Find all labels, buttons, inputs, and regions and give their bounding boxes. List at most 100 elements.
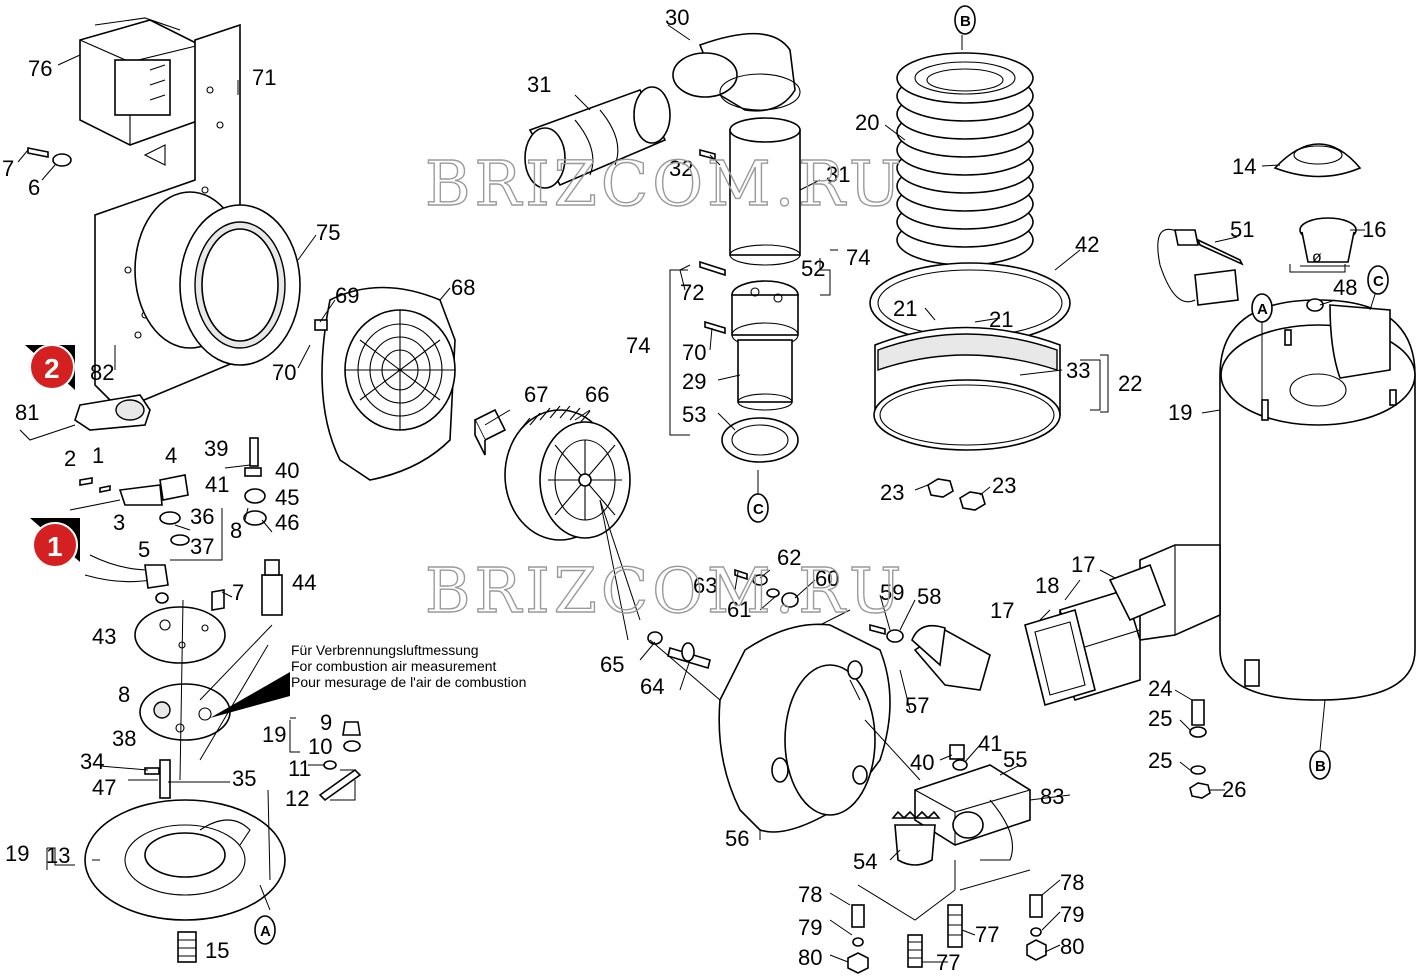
- label-60: 60: [815, 566, 839, 591]
- connector-b-bottom: B: [1309, 750, 1331, 780]
- label-22: 22: [1118, 371, 1142, 396]
- cover-14: [1273, 143, 1362, 178]
- connector-a-right: A: [1251, 293, 1273, 323]
- label-37: 37: [190, 534, 214, 559]
- label-59: 59: [880, 580, 904, 605]
- label-7-mid: 7: [232, 580, 244, 605]
- svg-text:C: C: [753, 501, 764, 518]
- label-51: 51: [1230, 217, 1254, 242]
- label-67: 67: [524, 382, 548, 407]
- label-47: 47: [92, 775, 116, 800]
- label-81: 81: [15, 400, 39, 425]
- label-14: 14: [1232, 154, 1256, 179]
- base-flange-13: [84, 799, 286, 921]
- label-12: 12: [285, 786, 309, 811]
- label-35: 35: [232, 766, 256, 791]
- label-31-right: 31: [826, 162, 850, 187]
- label-64: 64: [640, 674, 664, 699]
- label-80-right: 80: [1060, 934, 1084, 959]
- screw-7-lower: [211, 589, 225, 611]
- label-6: 6: [28, 175, 40, 200]
- label-56: 56: [725, 826, 749, 851]
- label-41-left: 41: [205, 472, 229, 497]
- connector-c-mid: C: [747, 493, 769, 523]
- gasket-75: [134, 191, 301, 366]
- small-parts-58-63: [734, 568, 904, 643]
- label-44: 44: [292, 570, 316, 595]
- svg-text:B: B: [960, 13, 971, 30]
- note-line-en: For combustion air measurement: [291, 658, 497, 674]
- washers-36-37: [159, 511, 190, 546]
- label-70-left: 70: [272, 360, 296, 385]
- label-83: 83: [1040, 784, 1064, 809]
- label-55: 55: [1003, 747, 1027, 772]
- label-42: 42: [1075, 232, 1099, 257]
- svg-text:ø: ø: [1312, 249, 1322, 266]
- label-2: 2: [64, 446, 76, 471]
- fan-wheel-66: [504, 405, 631, 541]
- label-71: 71: [252, 65, 276, 90]
- badge-1: 1: [30, 518, 80, 568]
- label-79-right: 79: [1060, 902, 1084, 927]
- label-33: 33: [1066, 358, 1090, 383]
- label-48: 48: [1333, 275, 1357, 300]
- label-77-lower: 77: [936, 950, 960, 975]
- label-19-right: 19: [1168, 400, 1192, 425]
- label-17-left: 17: [990, 598, 1014, 623]
- burner-housing-56: [718, 623, 891, 833]
- leader-lines: [17, 24, 1379, 963]
- label-20: 20: [855, 110, 879, 135]
- label-15: 15: [205, 938, 229, 963]
- label-52: 52: [801, 256, 825, 281]
- label-65: 65: [600, 652, 624, 677]
- connector-a-bottom: A: [254, 915, 276, 945]
- clip-48: [1306, 298, 1324, 312]
- ignition-transformer: [79, 17, 201, 146]
- fan-adapter-67: [473, 408, 507, 456]
- combustion-air-note: Für Verbrennungsluftmessung For combusti…: [291, 642, 526, 690]
- label-70-mid: 70: [682, 340, 706, 365]
- badge-2: 2: [25, 344, 75, 390]
- screw-7-washer-6: [27, 147, 72, 167]
- label-8-lower: 8: [118, 682, 130, 707]
- label-69: 69: [335, 283, 359, 308]
- svg-text:C: C: [1373, 273, 1384, 290]
- label-1: 1: [92, 443, 104, 468]
- oil-filter-54: [891, 810, 941, 866]
- insulation-33-22: [873, 326, 1061, 451]
- screws-72-70: [699, 260, 726, 335]
- small-parts-9-12: [318, 721, 362, 802]
- note-line-fr: Pour mesurage de l'air de combustion: [291, 674, 526, 690]
- label-62: 62: [777, 545, 801, 570]
- sight-glass-16: [1299, 217, 1357, 263]
- label-57: 57: [905, 693, 929, 718]
- label-32: 32: [669, 156, 693, 181]
- label-25-upper: 25: [1148, 706, 1172, 731]
- label-76: 76: [28, 56, 52, 81]
- label-30: 30: [665, 5, 689, 30]
- callout-labels: 76 71 7 6 75 69 68 70 82 81 2 1 4 3 39 4…: [2, 5, 1386, 975]
- label-63: 63: [693, 573, 717, 598]
- ignition-cable-5: [84, 554, 169, 604]
- label-34: 34: [80, 749, 104, 774]
- watermark-middle: BRIZCOM.RU: [425, 554, 905, 627]
- connector-markers: B C A C B A: [254, 5, 1389, 945]
- label-25-lower: 25: [1148, 748, 1172, 773]
- label-24: 24: [1148, 676, 1172, 701]
- nuts-23: [927, 478, 986, 511]
- gasket-53: [721, 417, 799, 463]
- tube-29: [737, 339, 793, 411]
- label-78-right: 78: [1060, 870, 1084, 895]
- label-79-left: 79: [798, 915, 822, 940]
- thermostat-51: [1157, 228, 1244, 306]
- label-78-left: 78: [798, 882, 822, 907]
- watermarks: BRIZCOM.RU BRIZCOM.RU: [424, 146, 905, 627]
- connector-c-right: C: [1367, 265, 1389, 295]
- tube-31: [524, 86, 671, 189]
- label-36: 36: [190, 504, 214, 529]
- label-68: 68: [451, 275, 475, 300]
- label-77-upper: 77: [975, 922, 999, 947]
- label-8-upper: 8: [230, 518, 242, 543]
- elbow-30: [672, 32, 801, 112]
